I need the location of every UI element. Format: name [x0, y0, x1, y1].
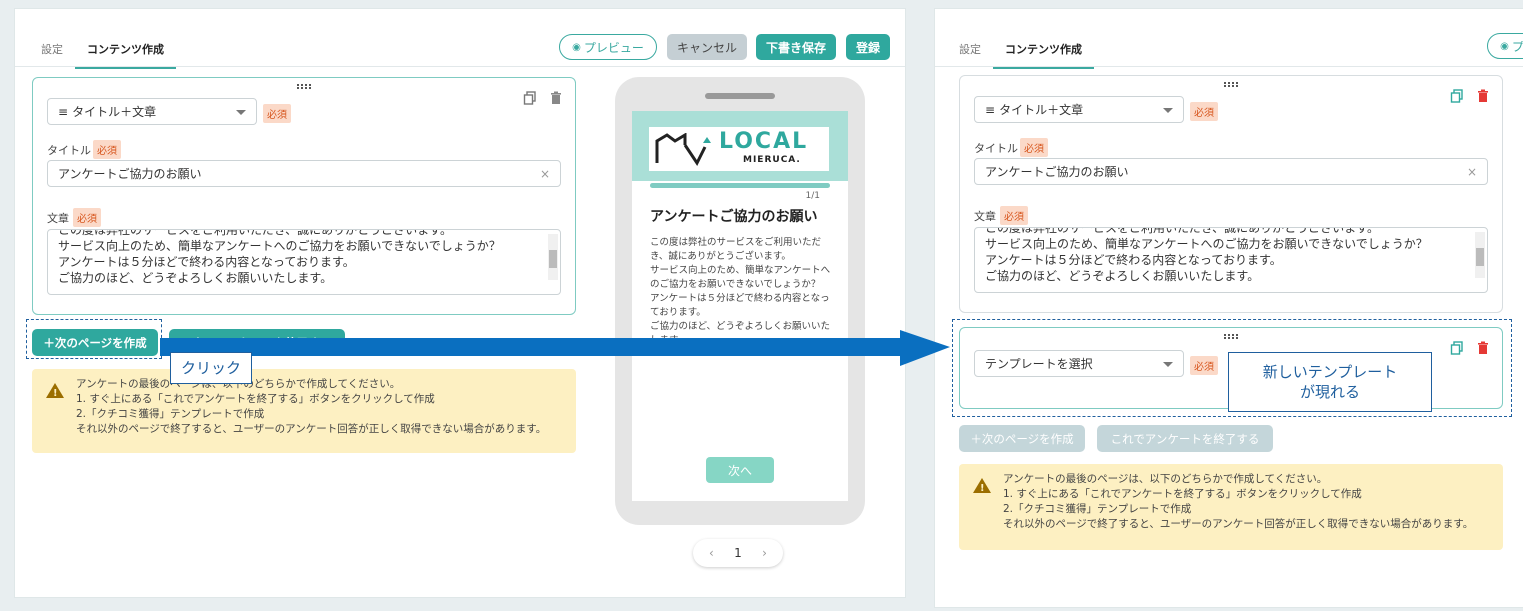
- copy-icon[interactable]: [1450, 89, 1464, 103]
- arrow-icon: [160, 330, 950, 366]
- tab-bar: 設定 コンテンツ作成: [947, 37, 1094, 69]
- body-textarea[interactable]: この度は弊社のサービスをご利用いただき、誠にありがとうございます。 サービス向上…: [47, 229, 561, 295]
- click-callout: クリック: [170, 352, 252, 384]
- title-label: タイトル: [974, 142, 1018, 155]
- page-number[interactable]: 1: [734, 546, 742, 560]
- warning-box: アンケートの最後のページは、以下のどちらかで作成してください。 1. すぐ上にあ…: [32, 369, 576, 453]
- trash-icon[interactable]: [549, 91, 563, 105]
- preview-body: この度は弊社のサービスをご利用いただ き、誠にありがとうございます。 サービス向…: [650, 237, 831, 342]
- tab-divider: [935, 66, 1523, 67]
- pagination: ‹ 1 ›: [693, 539, 783, 567]
- next-page-button-disabled[interactable]: ＋次のページを作成: [959, 425, 1085, 452]
- content-card: ≡ タイトル＋文章 必須 タイトル 必須 アンケートご協力のお願い × 文章 必…: [32, 77, 576, 315]
- warning-icon: [46, 383, 64, 401]
- drag-handle[interactable]: [1224, 334, 1238, 339]
- new-template-highlight: [952, 319, 1512, 417]
- tab-settings[interactable]: 設定: [41, 43, 63, 56]
- phone-speaker: [705, 93, 775, 99]
- tab-content[interactable]: コンテンツ作成: [993, 37, 1094, 69]
- scrollbar[interactable]: [548, 234, 558, 280]
- warning-icon: [973, 478, 991, 496]
- preview-button[interactable]: ◉ プレビュー: [1487, 33, 1523, 59]
- required-badge: 必須: [73, 208, 101, 227]
- new-template-callout: 新しいテンプレート が現れる: [1228, 352, 1432, 412]
- body-label: 文章: [47, 212, 69, 225]
- eye-icon: ◉: [572, 41, 581, 53]
- copy-icon[interactable]: [523, 91, 537, 105]
- trash-icon[interactable]: [1476, 341, 1490, 355]
- required-badge: 必須: [1190, 356, 1218, 375]
- copy-icon[interactable]: [1450, 341, 1464, 355]
- tab-bar: 設定 コンテンツ作成: [29, 37, 176, 69]
- preview-header: LOCAL MIERUCA.: [632, 111, 848, 181]
- brand-logo: LOCAL MIERUCA.: [649, 127, 829, 171]
- title-input[interactable]: アンケートご協力のお願い ×: [47, 160, 561, 187]
- clear-icon[interactable]: ×: [1466, 164, 1477, 179]
- template-select[interactable]: ≡ タイトル＋文章: [974, 96, 1184, 123]
- clear-icon[interactable]: ×: [539, 166, 550, 181]
- brand-subname: MIERUCA.: [743, 155, 801, 165]
- trash-icon[interactable]: [1476, 89, 1490, 103]
- cancel-button[interactable]: キャンセル: [667, 34, 747, 60]
- required-badge: 必須: [93, 140, 121, 159]
- preview-next-button[interactable]: 次へ: [706, 457, 774, 483]
- new-template-select[interactable]: テンプレートを選択: [974, 350, 1184, 377]
- eye-icon: ◉: [1500, 40, 1509, 52]
- chevron-left-icon[interactable]: ‹: [709, 546, 714, 560]
- body-label: 文章: [974, 210, 996, 223]
- chevron-down-icon: [1163, 362, 1173, 367]
- click-highlight: [26, 319, 162, 359]
- chevron-down-icon: [236, 110, 246, 115]
- body-textarea[interactable]: この度は弊社のサービスをご利用いただき、誠にありがとうございます。 サービス向上…: [974, 227, 1488, 293]
- list-icon: ≡: [58, 104, 69, 119]
- chevron-down-icon: [1163, 108, 1173, 113]
- save-draft-button[interactable]: 下書き保存: [756, 34, 836, 60]
- cat-logo-icon: [655, 133, 711, 166]
- required-badge: 必須: [263, 104, 291, 123]
- required-badge: 必須: [1000, 206, 1028, 225]
- phone-preview: LOCAL MIERUCA. 1/1 アンケートご協力のお願い この度は弊社のサ…: [615, 77, 865, 525]
- content-card: ≡ タイトル＋文章 必須 タイトル 必須 アンケートご協力のお願い × 文章 必…: [959, 75, 1503, 313]
- drag-handle[interactable]: [1224, 82, 1238, 87]
- page-counter: 1/1: [805, 191, 820, 201]
- list-icon: ≡: [985, 102, 996, 117]
- tab-divider: [15, 66, 905, 67]
- brand-name: LOCAL: [719, 129, 809, 154]
- scrollbar[interactable]: [1475, 232, 1485, 278]
- tab-settings[interactable]: 設定: [959, 43, 981, 56]
- end-survey-button-disabled[interactable]: これでアンケートを終了する: [1097, 425, 1273, 452]
- chevron-right-icon[interactable]: ›: [762, 546, 767, 560]
- phone-screen: LOCAL MIERUCA. 1/1 アンケートご協力のお願い この度は弊社のサ…: [632, 111, 848, 501]
- register-button[interactable]: 登録: [846, 34, 890, 60]
- preview-button[interactable]: ◉ プレビュー: [559, 34, 657, 60]
- preview-title: アンケートご協力のお願い: [650, 209, 818, 225]
- next-page-button[interactable]: ＋次のページを作成: [32, 329, 158, 356]
- template-select[interactable]: ≡ タイトル＋文章: [47, 98, 257, 125]
- required-badge: 必須: [1020, 138, 1048, 157]
- editor-panel-before: 設定 コンテンツ作成 ◉ プレビュー キャンセル 下書き保存 登録 ≡ タイトル…: [14, 8, 906, 598]
- warning-box: アンケートの最後のページは、以下のどちらかで作成してください。 1. すぐ上にあ…: [959, 464, 1503, 550]
- required-badge: 必須: [1190, 102, 1218, 121]
- tab-content[interactable]: コンテンツ作成: [75, 37, 176, 69]
- drag-handle[interactable]: [297, 84, 311, 89]
- editor-panel-after: 設定 コンテンツ作成 ◉ プレビュー ≡ タイトル＋文章 必須 タイトル 必須 …: [934, 8, 1523, 608]
- progress-bar: [650, 183, 830, 188]
- title-input[interactable]: アンケートご協力のお願い ×: [974, 158, 1488, 185]
- title-label: タイトル: [47, 144, 91, 157]
